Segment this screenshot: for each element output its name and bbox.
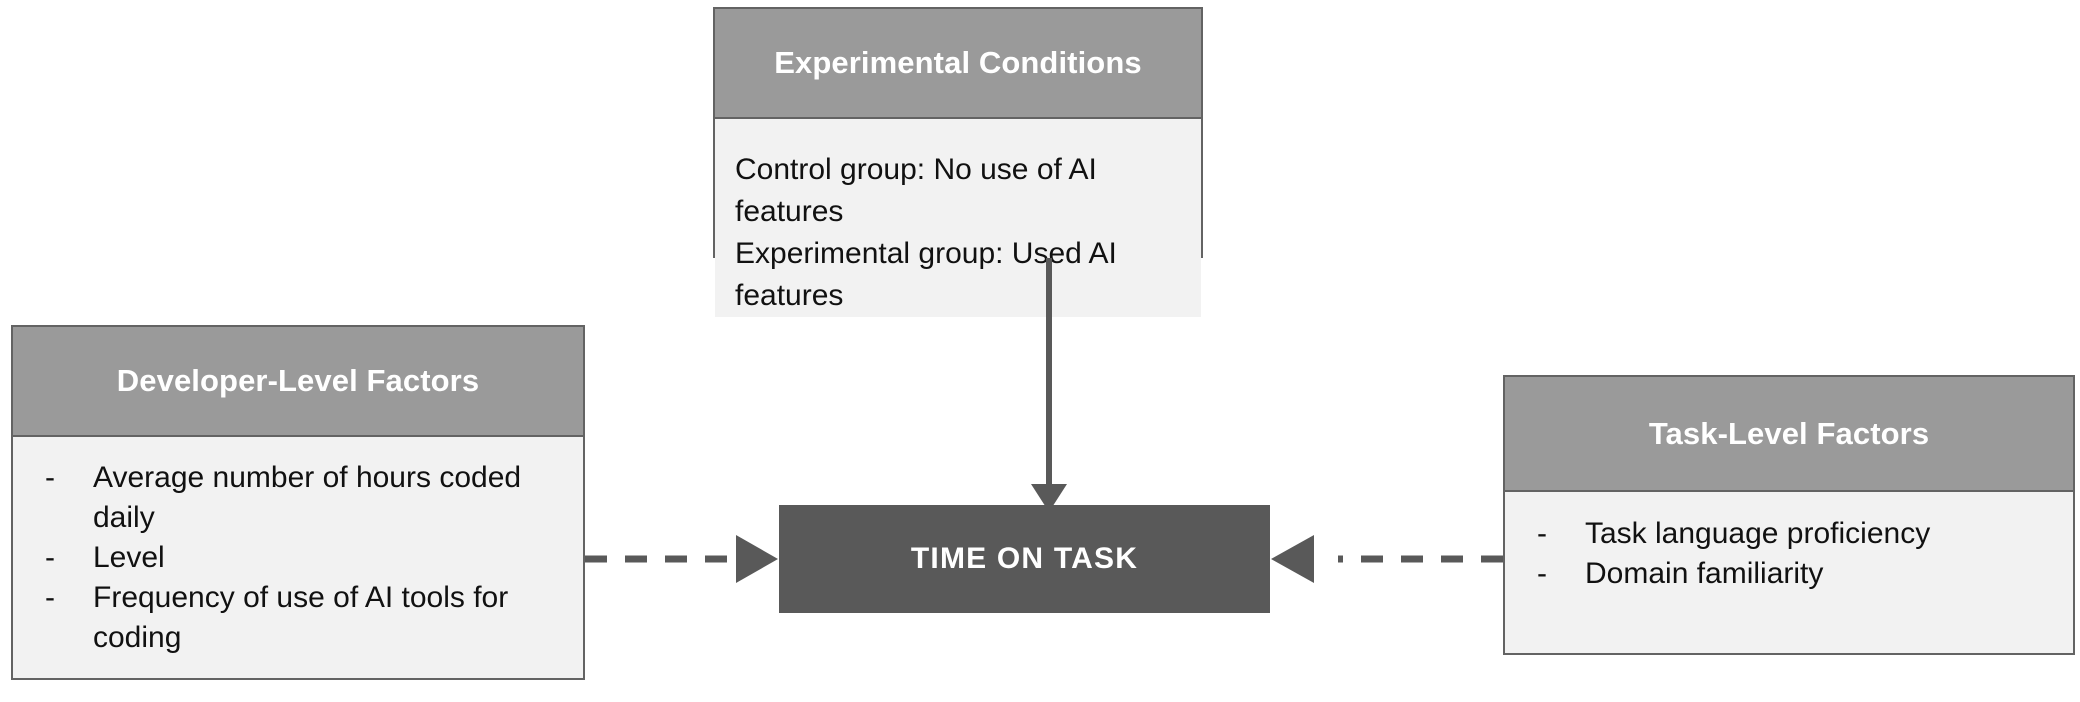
bullet-marker-icon: -: [1537, 517, 1547, 550]
task-level-factors-title: Task-Level Factors: [1505, 377, 2073, 492]
developer-level-factors-body: - Average number of hours coded daily - …: [13, 437, 583, 658]
experimental-conditions-line-experimental: Experimental group: Used AI features: [735, 237, 1117, 312]
bullet-marker-icon: -: [45, 541, 55, 574]
list-item: - Average number of hours coded daily: [23, 458, 571, 538]
list-item: - Domain familiarity: [1515, 554, 2061, 594]
list-item: - Frequency of use of AI tools for codin…: [23, 578, 571, 658]
task-level-factors-box[interactable]: Task-Level Factors - Task language profi…: [1503, 375, 2075, 655]
experimental-conditions-box[interactable]: Experimental Conditions Control group: N…: [713, 7, 1203, 317]
list-item-label: Average number of hours coded daily: [93, 461, 522, 534]
bullet-marker-icon: -: [45, 581, 55, 614]
arrow-developer-factors-to-outcome: [585, 535, 778, 583]
developer-level-factors-box[interactable]: Developer-Level Factors - Average number…: [11, 325, 585, 680]
list-item-label: Task language proficiency: [1585, 517, 1931, 550]
developer-level-factors-list: - Average number of hours coded daily - …: [23, 458, 571, 658]
task-level-factors-body: - Task language proficiency - Domain fam…: [1505, 492, 2073, 594]
bullet-marker-icon: -: [45, 461, 55, 494]
list-item: - Level: [23, 538, 571, 578]
list-item-label: Frequency of use of AI tools for coding: [93, 581, 509, 654]
list-item-label: Domain familiarity: [1585, 557, 1824, 590]
experimental-conditions-line-control: Control group: No use of AI features: [735, 153, 1097, 228]
time-on-task-label: TIME ON TASK: [910, 542, 1139, 575]
bullet-marker-icon: -: [1537, 557, 1547, 590]
experimental-conditions-body: Control group: No use of AI features Exp…: [715, 119, 1201, 317]
developer-level-factors-title: Developer-Level Factors: [13, 327, 583, 437]
time-on-task-box[interactable]: TIME ON TASK: [779, 505, 1270, 613]
list-item-label: Level: [93, 541, 165, 574]
task-level-factors-list: - Task language proficiency - Domain fam…: [1515, 514, 2061, 594]
experimental-conditions-title: Experimental Conditions: [715, 9, 1201, 119]
list-item: - Task language proficiency: [1515, 514, 2061, 554]
arrow-task-factors-to-outcome: [1271, 535, 1503, 583]
